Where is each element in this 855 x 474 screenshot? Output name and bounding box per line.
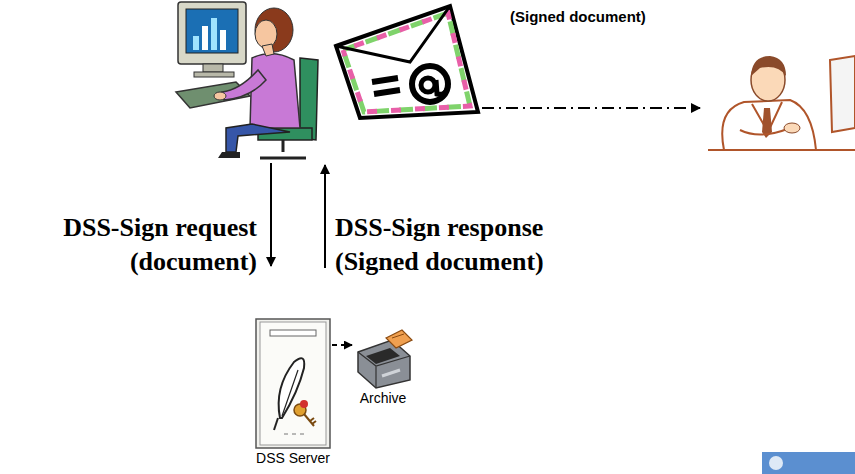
logo-mark (769, 456, 783, 470)
node-icon (352, 326, 414, 390)
user-clipart (176, 2, 318, 158)
recipient-clipart (708, 56, 855, 150)
node-label: DSS Server (254, 450, 332, 466)
send-arrow (482, 107, 700, 109)
archive-box: Archive (352, 326, 414, 406)
request-arrow (270, 163, 272, 266)
message-label: (Signed document) (510, 8, 646, 25)
logo-corner (762, 452, 855, 474)
server-box: DSS Server (254, 318, 332, 466)
response-label: DSS-Sign response (Signed document) (335, 211, 625, 279)
email-envelope (336, 6, 478, 118)
archive-connector (332, 344, 352, 346)
request-label: DSS-Sign request (document) (5, 211, 257, 279)
node-label: Archive (352, 390, 414, 406)
node-icon (254, 318, 332, 450)
response-arrow (324, 165, 326, 268)
